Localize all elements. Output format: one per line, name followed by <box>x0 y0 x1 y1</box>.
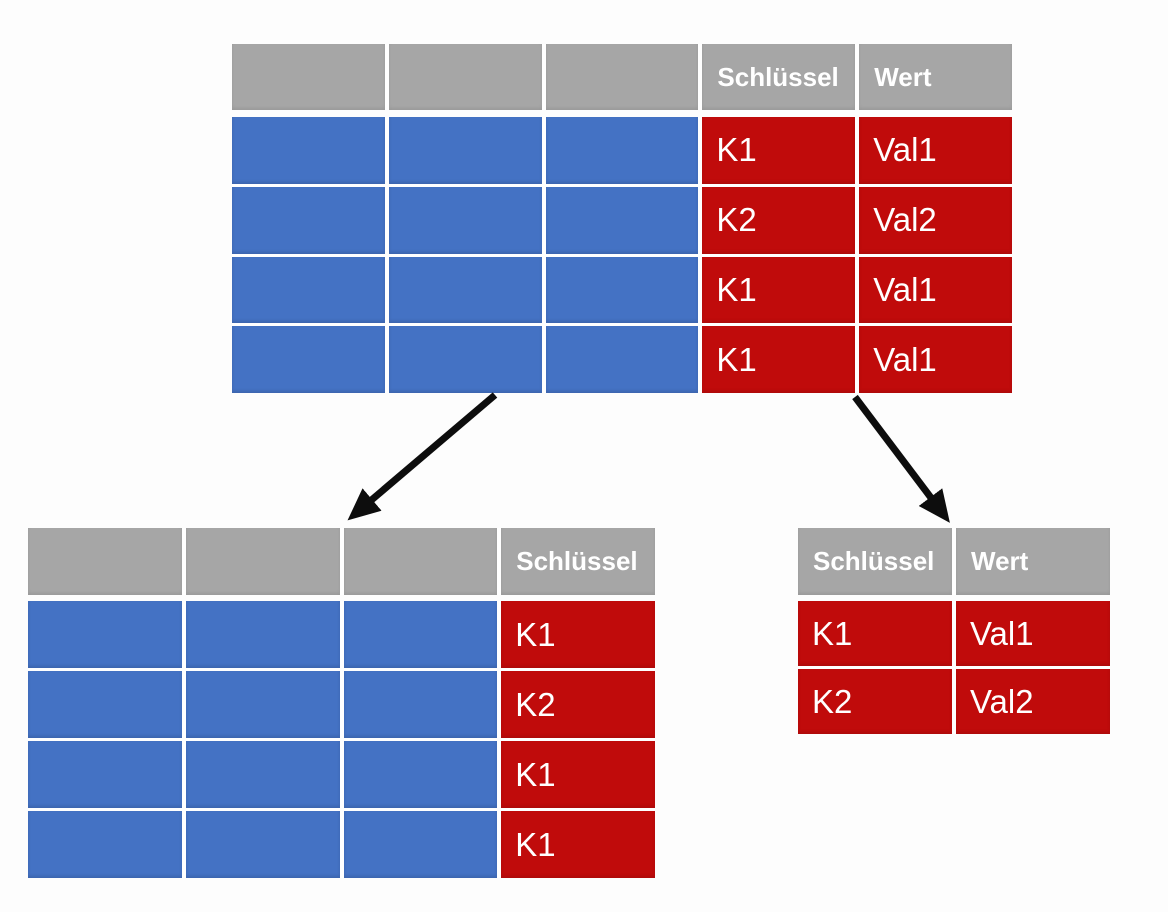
source-cell-value: Val1 <box>859 256 1012 324</box>
source-cell <box>545 186 699 254</box>
source-cell <box>388 256 542 324</box>
source-header-col3 <box>545 44 699 110</box>
keys-cell <box>28 811 182 878</box>
source-cell <box>388 186 542 254</box>
lookup-cell-key: K2 <box>798 669 952 734</box>
keys-table-body: K1 K2 K1 K1 <box>28 601 655 878</box>
keys-cell <box>185 671 340 738</box>
source-cell <box>232 326 385 393</box>
source-cell <box>388 117 542 184</box>
lookup-header-schluessel: Schlüssel <box>798 528 952 595</box>
lookup-cell-key: K1 <box>798 601 952 666</box>
source-cell-key: K1 <box>702 117 856 184</box>
keys-cell <box>343 811 498 878</box>
keys-header-col2 <box>185 528 340 595</box>
lookup-header-wert: Wert <box>956 528 1110 595</box>
keys-cell <box>343 741 498 808</box>
keys-cell <box>185 811 340 878</box>
source-cell-value: Val1 <box>859 117 1012 184</box>
source-header-schluessel: Schlüssel <box>702 44 856 110</box>
source-cell-key: K1 <box>702 256 856 324</box>
keys-table-header: Schlüssel <box>28 528 655 595</box>
lookup-cell-value: Val1 <box>956 601 1110 666</box>
source-cell <box>388 326 542 393</box>
source-cell-key: K1 <box>702 326 856 393</box>
source-cell <box>545 326 699 393</box>
lookup-table-body: K1 Val1 K2 Val2 <box>798 601 1110 734</box>
source-cell-value: Val1 <box>859 326 1012 393</box>
source-cell <box>232 186 385 254</box>
keys-cell <box>343 601 498 668</box>
source-header-col2 <box>388 44 542 110</box>
source-table-header: Schlüssel Wert <box>232 44 1012 110</box>
source-cell <box>232 256 385 324</box>
keys-cell <box>185 601 340 668</box>
keys-header-col3 <box>343 528 498 595</box>
keys-cell-key: K1 <box>501 741 655 808</box>
keys-header-schluessel: Schlüssel <box>501 528 655 595</box>
keys-cell-key: K1 <box>501 601 655 668</box>
source-cell-key: K2 <box>702 186 856 254</box>
arrow-to-keys-table-icon <box>347 392 498 521</box>
keys-cell-key: K2 <box>501 671 655 738</box>
source-cell <box>545 256 699 324</box>
keys-header-col1 <box>28 528 182 595</box>
keys-cell <box>28 671 182 738</box>
lookup-cell-value: Val2 <box>956 669 1110 734</box>
source-cell <box>545 117 699 184</box>
source-cell-value: Val2 <box>859 186 1012 254</box>
source-cell <box>232 117 385 184</box>
keys-cell <box>343 671 498 738</box>
source-header-col1 <box>232 44 385 110</box>
arrow-to-lookup-table-icon <box>852 394 950 523</box>
keys-cell <box>28 601 182 668</box>
keys-cell <box>185 741 340 808</box>
keys-cell-key: K1 <box>501 811 655 878</box>
source-header-wert: Wert <box>859 44 1012 110</box>
lookup-table-header: Schlüssel Wert <box>798 528 1110 595</box>
keys-cell <box>28 741 182 808</box>
source-table-body: K1 Val1 K2 Val2 K1 Val1 K1 Val1 <box>232 117 1012 393</box>
